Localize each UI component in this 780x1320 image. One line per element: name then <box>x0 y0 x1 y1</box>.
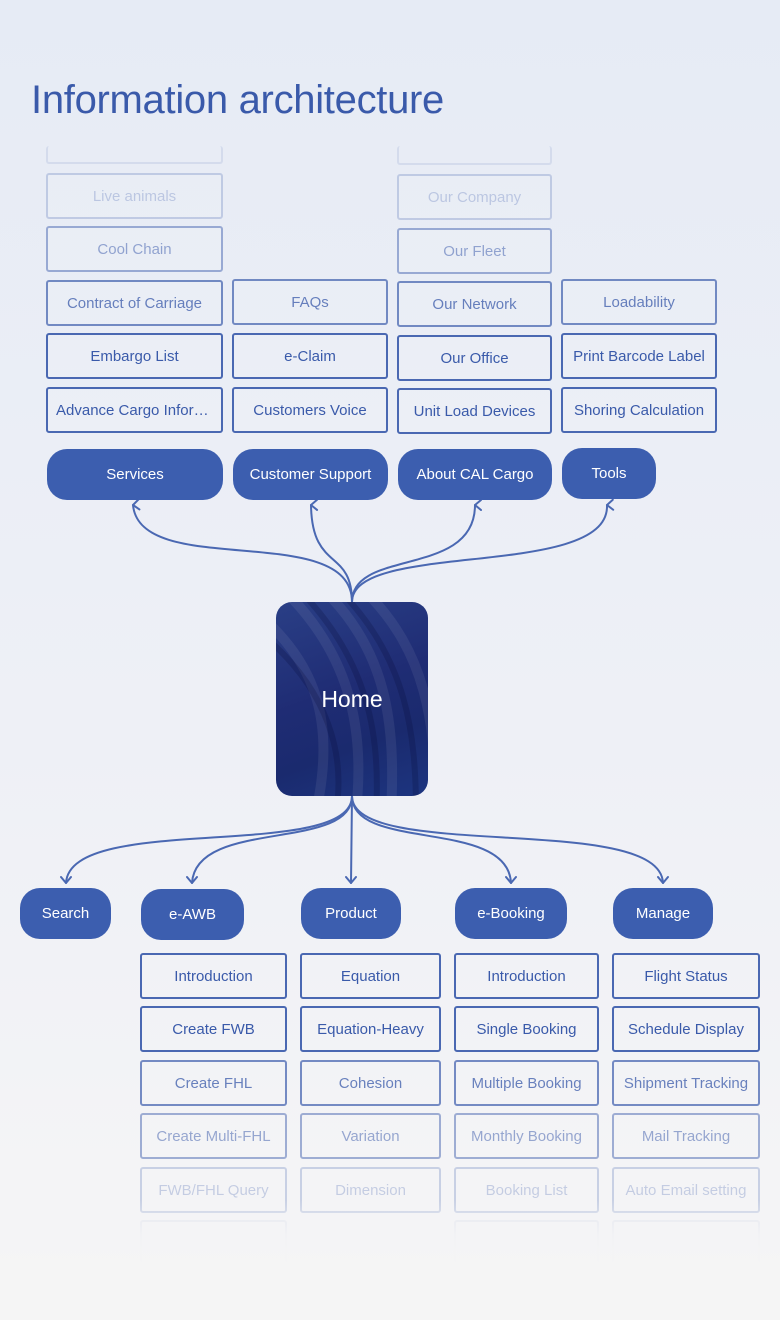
menu-item-support-e-claim[interactable]: e-Claim <box>232 333 388 379</box>
menu-item-tools-print-barcode-label[interactable]: Print Barcode Label <box>561 333 717 379</box>
menu-item-product-equation[interactable]: Equation <box>300 953 441 999</box>
menu-item-services-live-animals[interactable]: Live animals <box>46 173 223 219</box>
category-tools[interactable]: Tools <box>562 448 656 499</box>
bottom-fade <box>0 1200 780 1320</box>
connector-home-manage <box>351 795 669 884</box>
page-title: Information architecture <box>31 78 444 122</box>
menu-item-tools-loadability[interactable]: Loadability <box>561 279 717 325</box>
connector-home-search <box>60 795 353 884</box>
menu-item-ebooking-single-booking[interactable]: Single Booking <box>454 1006 599 1052</box>
menu-item-manage-schedule-display[interactable]: Schedule Display <box>612 1006 760 1052</box>
category-product[interactable]: Product <box>301 888 401 939</box>
menu-item-product-variation[interactable]: Variation <box>300 1113 441 1159</box>
menu-item-services-advance-cargo[interactable]: Advance Cargo Inform... <box>46 387 223 433</box>
menu-item-eawb-introduction[interactable]: Introduction <box>140 953 287 999</box>
home-label: Home <box>321 685 383 712</box>
category-manage[interactable]: Manage <box>613 888 713 939</box>
menu-item-product-equation-heavy[interactable]: Equation-Heavy <box>300 1006 441 1052</box>
menu-item-product-cohesion[interactable]: Cohesion <box>300 1060 441 1106</box>
connector-home-eawb <box>186 795 353 884</box>
category-customer-support[interactable]: Customer Support <box>233 449 388 500</box>
menu-item-support-customers-voice[interactable]: Customers Voice <box>232 387 388 433</box>
connector-home-ebooking <box>351 795 517 884</box>
menu-item-manage-flight-status[interactable]: Flight Status <box>612 953 760 999</box>
menu-item-services-cool-chain[interactable]: Cool Chain <box>46 226 223 272</box>
menu-item-about-unit-load-devices[interactable]: Unit Load Devices <box>397 388 552 434</box>
menu-item-manage-mail-tracking[interactable]: Mail Tracking <box>612 1113 760 1159</box>
menu-item-tools-shoring-calculation[interactable]: Shoring Calculation <box>561 387 717 433</box>
menu-item-services-0 <box>46 146 223 164</box>
menu-item-services-embargo-list[interactable]: Embargo List <box>46 333 223 379</box>
category-services[interactable]: Services <box>47 449 223 500</box>
menu-item-about-our-company[interactable]: Our Company <box>397 174 552 220</box>
category-about-cal-cargo[interactable]: About CAL Cargo <box>398 449 552 500</box>
menu-item-eawb-create-fwb[interactable]: Create FWB <box>140 1006 287 1052</box>
category-e-booking[interactable]: e-Booking <box>455 888 567 939</box>
home-node[interactable]: Home <box>276 602 428 796</box>
connector-home-about <box>351 499 483 603</box>
category-e-awb[interactable]: e-AWB <box>141 889 244 940</box>
menu-item-ebooking-monthly-booking[interactable]: Monthly Booking <box>454 1113 599 1159</box>
menu-item-about-our-fleet[interactable]: Our Fleet <box>397 228 552 274</box>
menu-item-eawb-create-multi-fhl[interactable]: Create Multi-FHL <box>140 1113 287 1159</box>
connector-home-customer-support <box>310 498 353 603</box>
menu-item-about-our-network[interactable]: Our Network <box>397 281 552 327</box>
connector-home-product <box>345 795 357 884</box>
menu-item-about-0 <box>397 146 552 165</box>
menu-item-support-faqs[interactable]: FAQs <box>232 279 388 325</box>
menu-item-manage-shipment-tracking[interactable]: Shipment Tracking <box>612 1060 760 1106</box>
menu-item-services-contract-of-carriage[interactable]: Contract of Carriage <box>46 280 223 326</box>
menu-item-ebooking-introduction[interactable]: Introduction <box>454 953 599 999</box>
connector-home-services <box>132 498 353 603</box>
connector-home-tools <box>351 498 615 603</box>
home-texture <box>276 602 428 796</box>
menu-item-about-our-office[interactable]: Our Office <box>397 335 552 381</box>
category-search[interactable]: Search <box>20 888 111 939</box>
menu-item-ebooking-multiple-booking[interactable]: Multiple Booking <box>454 1060 599 1106</box>
menu-item-eawb-create-fhl[interactable]: Create FHL <box>140 1060 287 1106</box>
